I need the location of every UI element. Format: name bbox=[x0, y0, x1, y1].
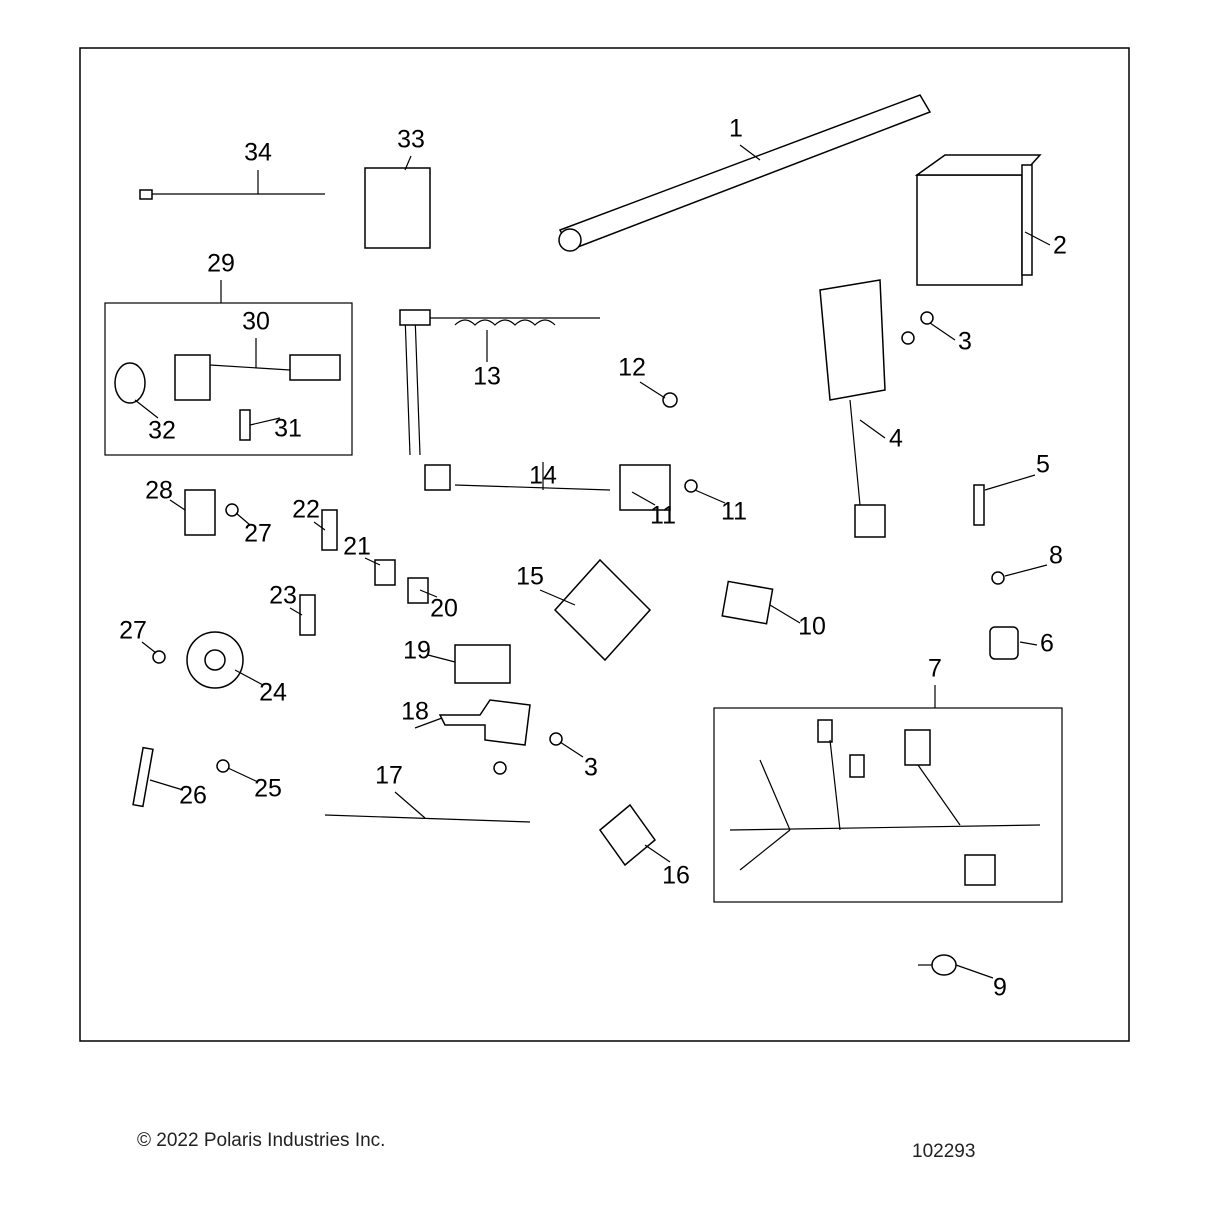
relay-28-part bbox=[184, 489, 216, 536]
diagram-frame bbox=[79, 47, 1130, 1042]
callout-15: 15 bbox=[516, 563, 544, 591]
callout-2: 2 bbox=[1053, 232, 1067, 260]
diagram-number: 102293 bbox=[912, 1141, 976, 1162]
harness-7-box bbox=[713, 707, 1063, 903]
callout-34: 34 bbox=[244, 139, 272, 167]
regulator-part bbox=[819, 279, 886, 538]
strap-26-part bbox=[132, 746, 154, 808]
callout-12: 12 bbox=[618, 354, 646, 382]
callout-4: 4 bbox=[889, 425, 903, 453]
tether-13-part bbox=[399, 309, 600, 456]
callout-11: 11 bbox=[721, 498, 747, 526]
callout-13: 13 bbox=[473, 363, 501, 391]
key-switch-kit bbox=[114, 354, 341, 441]
callout-31: 31 bbox=[274, 415, 302, 443]
fuse-5-part bbox=[973, 484, 985, 526]
callout-17: 17 bbox=[375, 762, 403, 790]
leader-lines bbox=[134, 144, 1051, 979]
callout-27: 27 bbox=[119, 617, 147, 645]
sockets-20-21-part bbox=[374, 559, 429, 604]
clip-12-part bbox=[662, 392, 678, 408]
clip-9-part bbox=[918, 954, 957, 976]
callout-18: 18 bbox=[401, 698, 429, 726]
rod-17-part bbox=[324, 814, 531, 823]
callout-26: 26 bbox=[179, 782, 207, 810]
callout-10: 10 bbox=[798, 613, 826, 641]
battery-part bbox=[914, 154, 1042, 286]
outlet-22-23-part bbox=[299, 509, 338, 636]
callout-11: 11 bbox=[650, 502, 676, 530]
callout-24: 24 bbox=[259, 679, 287, 707]
callout-5: 5 bbox=[1036, 451, 1050, 479]
horn-24-part bbox=[186, 631, 244, 689]
callout-8: 8 bbox=[1049, 542, 1063, 570]
callout-32: 32 bbox=[148, 417, 176, 445]
callout-30: 30 bbox=[242, 308, 270, 336]
copyright-text: © 2022 Polaris Industries Inc. bbox=[137, 1130, 386, 1151]
callout-28: 28 bbox=[145, 477, 173, 505]
callout-3: 3 bbox=[958, 328, 972, 356]
callout-21: 21 bbox=[343, 533, 371, 561]
kit-29-box bbox=[104, 302, 353, 456]
harness-cover-part bbox=[558, 94, 932, 252]
callout-3: 3 bbox=[584, 754, 598, 782]
callout-19: 19 bbox=[403, 637, 431, 665]
callout-16: 16 bbox=[662, 862, 690, 890]
switch-19-part bbox=[454, 644, 511, 684]
callout-6: 6 bbox=[1040, 630, 1054, 658]
relay-10-part bbox=[721, 580, 774, 625]
callout-labels: 1 2 3 4 5 6 7 8 9 10 11 11 12 13 14 15 1… bbox=[119, 115, 1067, 1002]
callout-20: 20 bbox=[430, 595, 458, 623]
callout-22: 22 bbox=[292, 496, 320, 524]
coil-14-part bbox=[424, 464, 671, 511]
callout-33: 33 bbox=[397, 126, 425, 154]
cdi-15-part bbox=[553, 558, 652, 662]
cap-6-part bbox=[989, 626, 1019, 660]
cover-16-part bbox=[598, 803, 657, 867]
callout-23: 23 bbox=[269, 582, 297, 610]
callout-27: 27 bbox=[244, 520, 272, 548]
callout-7: 7 bbox=[928, 655, 942, 683]
screw-parts bbox=[152, 311, 1005, 775]
bracket-18-part bbox=[438, 699, 531, 746]
callout-29: 29 bbox=[207, 250, 235, 278]
cable-tie-34-part bbox=[139, 189, 325, 200]
callout-14: 14 bbox=[529, 462, 557, 490]
harness-7-part bbox=[729, 719, 1041, 886]
callout-9: 9 bbox=[993, 974, 1007, 1002]
fuse-box-33-part bbox=[364, 167, 431, 249]
callout-25: 25 bbox=[254, 775, 282, 803]
callout-1: 1 bbox=[729, 115, 743, 143]
